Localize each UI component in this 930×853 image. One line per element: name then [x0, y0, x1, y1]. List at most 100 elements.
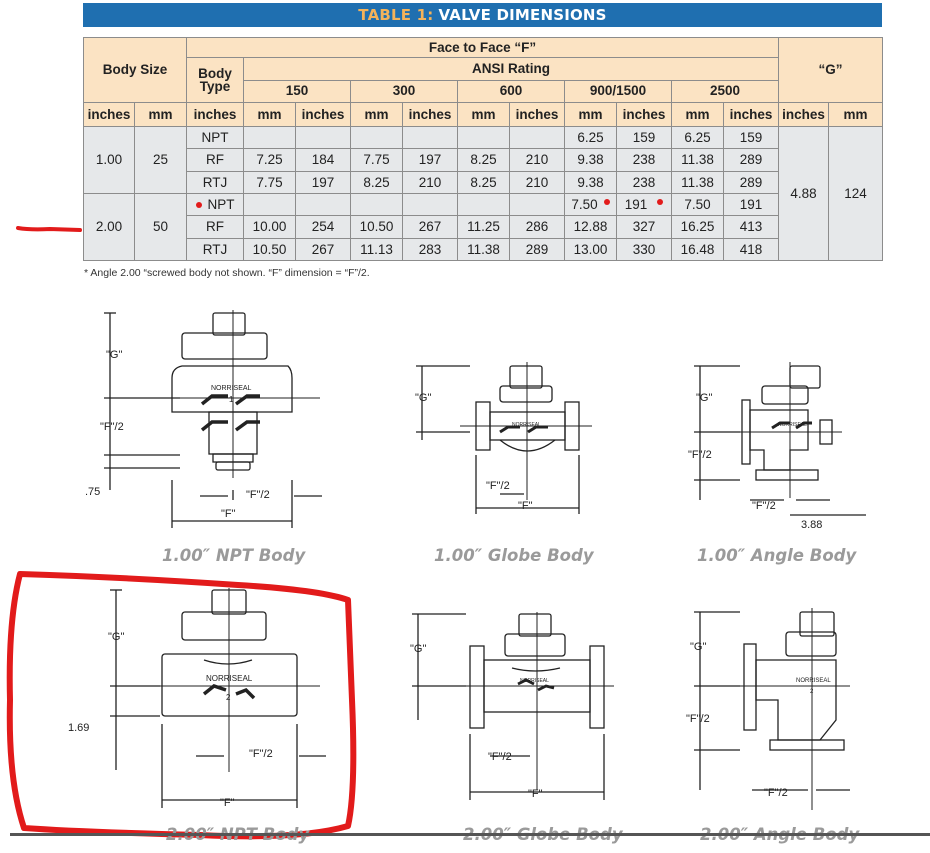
table-cell: 418: [723, 237, 780, 262]
table-cell: 9.38: [564, 170, 618, 195]
table-cell: [295, 193, 352, 217]
brand-label: NORRISEAL: [211, 385, 252, 392]
unit-inches: inches: [778, 101, 830, 128]
unit-mm: mm: [133, 101, 188, 128]
size-mark: 2: [810, 689, 814, 695]
body-type-cell: NPT: [186, 193, 245, 217]
dim-f-label: "F": [220, 797, 235, 809]
unit-mm: mm: [457, 101, 511, 128]
angle-200-drawing: [694, 608, 850, 810]
dim-g-label: "G": [690, 641, 706, 653]
table-cell: 191: [616, 193, 673, 217]
table-cell: [243, 193, 297, 217]
table-cell: 159: [723, 126, 780, 150]
g-header: “G”: [778, 37, 884, 103]
dim-f-half-label: "F"/2: [752, 500, 776, 512]
caption-globe-100: 1.00″ Globe Body: [434, 546, 594, 565]
caption-angle-100: 1.00″ Angle Body: [697, 546, 857, 565]
table-cell: 238: [616, 148, 673, 172]
dim-f-half-label: "F"/2: [488, 751, 512, 763]
dim-075-label: .75: [85, 486, 100, 498]
rating-2500: 2500: [671, 79, 780, 103]
table-cell: 238: [616, 170, 673, 195]
globe-100-drawing: [416, 362, 592, 514]
table-cell: 286: [509, 215, 566, 239]
size-mark: 2: [226, 693, 231, 702]
table-cell: 11.38: [457, 237, 511, 262]
dim-f-label: "F": [528, 788, 543, 800]
unit-mm: mm: [564, 101, 618, 128]
table-cell: 210: [509, 148, 566, 172]
caption-npt-100: 1.00″ NPT Body: [162, 546, 306, 565]
body-type-cell: RTJ: [186, 237, 245, 262]
table-cell: 267: [402, 215, 459, 239]
unit-inches: inches: [402, 101, 459, 128]
brand-label: NORRISEAL: [778, 422, 807, 428]
rating-150: 150: [243, 79, 352, 103]
table-cell: 210: [509, 170, 566, 195]
size-inches: 1.00: [83, 126, 135, 195]
brand-label: NORRISEAL: [512, 422, 541, 428]
table-cell: 283: [402, 237, 459, 262]
size-inches: 2.00: [83, 193, 135, 261]
dim-f-half-label: "F"/2: [764, 787, 788, 799]
dim-f-label: "F": [518, 500, 533, 512]
table-cell: [402, 126, 459, 150]
table-cell: 289: [509, 237, 566, 262]
table-cell: 10.50: [350, 215, 404, 239]
table-cell: 6.25: [564, 126, 618, 150]
unit-mm: mm: [828, 101, 884, 128]
table-cell: 8.25: [350, 170, 404, 195]
table-footnote: * Angle 2.00 “screwed body not shown. “F…: [84, 267, 370, 279]
annotation-markup: [6, 226, 357, 840]
npt-200-drawing: [110, 588, 326, 808]
table-cell: 254: [295, 215, 352, 239]
unit-inches: inches: [83, 101, 135, 128]
dim-g-label: "G": [415, 392, 431, 404]
rating-300: 300: [350, 79, 459, 103]
table-cell: 11.25: [457, 215, 511, 239]
table-cell: 10.50: [243, 237, 297, 262]
table-cell: 191: [723, 193, 780, 217]
unit-mm: mm: [350, 101, 404, 128]
table-cell: 159: [616, 126, 673, 150]
dim-f-half-label: "F"/2: [100, 421, 124, 433]
table-cell: 330: [616, 237, 673, 262]
g-inches: 4.88: [778, 126, 830, 261]
size-mm: 25: [133, 126, 188, 195]
page-divider: [10, 833, 930, 836]
red-circle: [6, 571, 357, 840]
table-row: 1.00 25 NPT 6.25 159 6.25 159 4.88 124: [83, 126, 884, 261]
table-row: RF 10.00 254 10.50 267 11.25 286 12.88 3…: [84, 215, 883, 239]
table-cell: [350, 193, 404, 217]
unit-inches: inches: [509, 101, 566, 128]
table-cell: 11.13: [350, 237, 404, 262]
rating-600: 600: [457, 79, 566, 103]
dim-f-half-label: "F"/2: [688, 449, 712, 461]
table-cell: 413: [723, 215, 780, 239]
table-row: RTJ 10.50 267 11.13 283 11.38 289 13.00 …: [84, 237, 883, 262]
markup-dot: [195, 201, 202, 208]
brand-label: NORRISEAL: [796, 678, 831, 684]
table-cell: 289: [723, 170, 780, 195]
unit-inches: inches: [723, 101, 780, 128]
table-number: TABLE 1:: [358, 6, 434, 24]
size-mark: 1: [229, 395, 234, 404]
brand-label: NORRISEAL: [520, 678, 549, 684]
dim-169-label: 1.69: [68, 722, 89, 734]
table-cell: 12.88: [564, 215, 618, 239]
table-title: VALVE DIMENSIONS: [438, 6, 607, 24]
g-mm: 124: [828, 126, 884, 261]
dim-f-half-label: "F"/2: [246, 489, 270, 501]
table-cell: 7.75: [350, 148, 404, 172]
dim-388-label: 3.88: [801, 519, 822, 531]
table-cell: [243, 126, 297, 150]
table-cell: 267: [295, 237, 352, 262]
unit-inches: inches: [186, 101, 245, 128]
dim-g-label: "G": [108, 631, 124, 643]
rating-900-1500: 900/1500: [564, 79, 673, 103]
unit-mm: mm: [243, 101, 297, 128]
table-cell: 16.48: [671, 237, 725, 262]
body-type-cell: NPT: [186, 126, 245, 150]
